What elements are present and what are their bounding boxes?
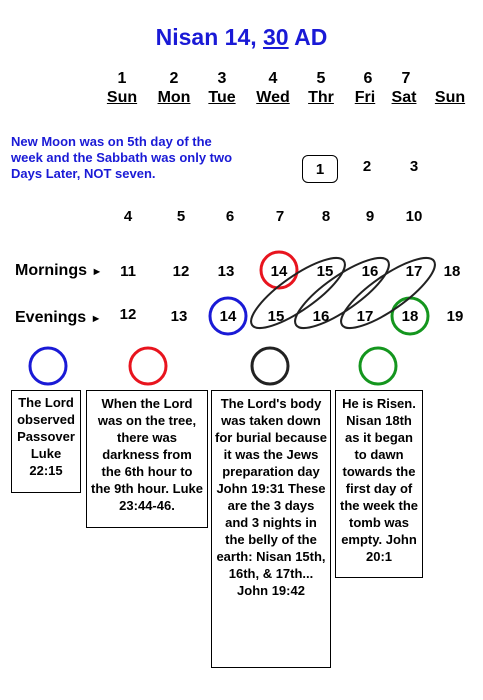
morning-cell: 13 — [217, 263, 235, 280]
day-number: 6 — [363, 70, 373, 87]
morning-cell: 18 — [443, 263, 461, 280]
date-cell: 9 — [365, 208, 375, 225]
title-year: 30 — [263, 24, 289, 50]
day-number: 5 — [316, 70, 326, 87]
morning-cell: 17 — [405, 263, 423, 280]
evening-cell: 19 — [446, 308, 464, 325]
darkness-box: When the Lord was on the tree, there was… — [86, 390, 208, 528]
date-cell: 7 — [275, 208, 285, 225]
morning-cell: 12 — [172, 263, 190, 280]
day-name: Sun — [106, 89, 138, 106]
new-moon-day: 1 — [302, 155, 338, 183]
title-suffix: AD — [288, 24, 328, 50]
evening-cell: 14 — [219, 308, 237, 325]
date-cell: 3 — [409, 158, 419, 175]
day-pair-ellipse — [340, 256, 436, 330]
new-moon-note: New Moon was on 5th day of the week and … — [11, 134, 233, 181]
day-number: 2 — [169, 70, 179, 87]
day-name: Wed — [256, 89, 290, 106]
day-number: 7 — [401, 70, 411, 87]
arrow-right-icon: ► — [91, 266, 103, 278]
risen-box: He is Risen. Nisan 18th as it began to d… — [335, 390, 423, 578]
day-name: Fri — [354, 89, 376, 106]
morning-cell: 11 — [120, 263, 136, 280]
day-pair-ellipse — [250, 256, 346, 330]
passover-box: The Lord observed Passover Luke 22:15 — [11, 390, 81, 493]
morning-cell: 14 — [270, 263, 288, 280]
red-legend-circle — [128, 346, 168, 386]
morning-cell: 16 — [361, 263, 379, 280]
mornings-label: Mornings ► — [15, 262, 103, 279]
day-number: 4 — [268, 70, 278, 87]
day-name: Sat — [391, 89, 417, 106]
date-cell: 6 — [225, 208, 235, 225]
green-legend-circle — [358, 346, 398, 386]
arrow-right-icon: ► — [90, 313, 102, 325]
evening-cell: 16 — [312, 308, 330, 325]
day-name: Tue — [208, 89, 236, 106]
blue-circle-mark — [208, 296, 248, 336]
blue-legend-circle — [28, 346, 68, 386]
day-number: 1 — [117, 70, 127, 87]
date-cell: 4 — [123, 208, 133, 225]
evening-cell: 13 — [170, 308, 188, 325]
evenings-label: Evenings ► — [15, 309, 102, 326]
evening-cell: 17 — [356, 308, 374, 325]
date-cell: 5 — [176, 208, 186, 225]
day-name: Thr — [308, 89, 334, 106]
dark-legend-circle — [250, 346, 290, 386]
evening-cell: 12 — [119, 306, 137, 323]
day-number: 3 — [217, 70, 227, 87]
day-name: Mon — [157, 89, 191, 106]
date-cell: 10 — [405, 208, 423, 225]
day-name: Sun — [434, 89, 466, 106]
evening-cell: 15 — [267, 308, 285, 325]
date-cell: 2 — [362, 158, 372, 175]
evening-cell: 18 — [401, 308, 419, 325]
burial-box: The Lord's body was taken down for buria… — [211, 390, 331, 668]
page-title: Nisan 14, 30 AD — [0, 24, 483, 51]
red-circle-mark — [259, 250, 299, 290]
day-pair-ellipse — [294, 256, 390, 330]
title-prefix: Nisan 14, — [155, 24, 264, 50]
morning-cell: 15 — [316, 263, 334, 280]
date-cell: 8 — [321, 208, 331, 225]
